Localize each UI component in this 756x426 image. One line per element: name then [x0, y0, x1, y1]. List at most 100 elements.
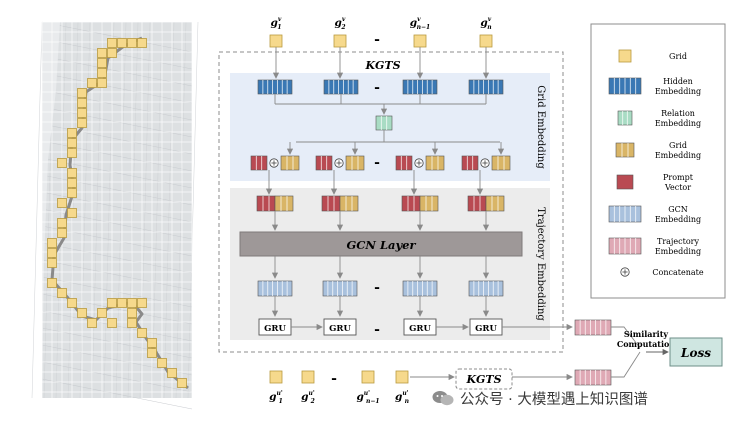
map-street — [41, 21, 193, 53]
hidden-embedding-4 — [468, 79, 504, 95]
bottom-grid-cell-2 — [301, 370, 315, 384]
legend-grid_emb-icon-body — [615, 142, 635, 158]
map-grid-cell — [47, 248, 57, 258]
kgts-title: KGTS — [364, 59, 400, 72]
map-street — [151, 21, 163, 399]
map-street — [41, 361, 193, 393]
traj-prompt-4 — [467, 195, 487, 212]
traj-prompt-1 — [256, 195, 276, 212]
map-grid-cell — [67, 178, 77, 188]
map-grid-cell — [77, 308, 87, 318]
bottom-grid-cell-3 — [361, 370, 375, 384]
relation-embedding — [375, 115, 393, 131]
prompt-vector-1 — [250, 155, 268, 171]
wechat-icon — [432, 390, 454, 406]
traj-grid-emb-4-body — [485, 195, 505, 212]
gru-ellipsis: - — [374, 322, 380, 338]
legend-gcn-icon — [608, 205, 642, 223]
similarity-label-line2: Computation — [617, 339, 676, 349]
map-grid-cell — [57, 198, 67, 208]
map-grid-cell — [177, 378, 187, 388]
similarity-label-line1: Similarity — [624, 329, 668, 339]
map-grid-cell — [167, 368, 177, 378]
relation-embedding-body — [375, 115, 393, 131]
map-grid-cell — [97, 78, 107, 88]
legend-gcn-label: GCN — [668, 205, 688, 214]
traj-grid-emb-2-body — [339, 195, 359, 212]
map-grid-cell — [67, 128, 77, 138]
concat-icon-3 — [414, 158, 424, 168]
map-street — [187, 21, 199, 399]
traj-grid-emb-1 — [274, 195, 294, 212]
map-grid-cell — [67, 168, 77, 178]
map-street — [41, 174, 193, 206]
bottom-grid-label-3: gu'n−1 — [356, 390, 379, 405]
map-street — [41, 310, 193, 342]
map-grid-cell — [77, 88, 87, 98]
map-grid-cell — [127, 318, 137, 328]
input-grid-cell-4 — [479, 34, 493, 48]
legend-prompt-label: Prompt — [663, 173, 694, 182]
traj-grid-emb-1-body — [274, 195, 294, 212]
trajectory-grid-cells — [47, 38, 187, 388]
map-grid-cell — [67, 298, 77, 308]
gru-label-4: GRU — [475, 324, 497, 334]
grid-embedding-4-body — [491, 155, 511, 171]
loss-label: Loss — [680, 346, 711, 360]
legend-traj-label: Trajectory — [657, 237, 699, 246]
grid-embedding-1-body — [280, 155, 300, 171]
kgts-bottom-title: KGTS — [465, 373, 501, 386]
gcn-ellipsis: - — [374, 280, 380, 296]
map-grid-cell — [57, 218, 67, 228]
legend-relation-label: Relation — [661, 109, 695, 118]
legend-prompt-label: Vector — [664, 183, 691, 192]
map-grid-cell — [47, 278, 57, 288]
map-street — [115, 21, 127, 399]
map-grid-cell — [87, 78, 97, 88]
map-grid-cell — [107, 318, 117, 328]
map-grid-cell — [127, 308, 137, 318]
map-grid-cell — [147, 338, 157, 348]
map-grid-cell — [57, 288, 67, 298]
map-grid-cell — [67, 208, 77, 218]
map-grid-cell — [57, 228, 67, 238]
kgts-bottom-box — [455, 368, 513, 390]
trajectory-embedding-label: Trajectory Embedding — [535, 207, 546, 321]
traj-prompt-3-body — [401, 195, 421, 212]
traj-embedding-bottom — [574, 369, 612, 386]
map-street — [41, 140, 193, 172]
traj-grid-emb-3-body — [419, 195, 439, 212]
map-grid-cell — [67, 148, 77, 158]
map-grid-cell — [47, 238, 57, 248]
bottom-grid-cell-4 — [395, 370, 409, 384]
prompt-vector-2-body — [315, 155, 333, 171]
hidden-embedding-3 — [402, 79, 438, 95]
legend-grid-label: Grid — [669, 52, 687, 61]
map-street — [41, 157, 193, 189]
legend-hidden-icon — [608, 77, 642, 95]
map-grid-cell — [117, 298, 127, 308]
input-grid-cell-1 — [269, 34, 283, 48]
prompt-vector-1-body — [250, 155, 268, 171]
map-street — [41, 378, 193, 410]
map-grid-cell — [87, 318, 97, 328]
map-grid-cell — [77, 118, 87, 128]
legend-relation-icon — [617, 110, 633, 126]
input-ellipsis: - — [374, 32, 380, 48]
legend-relation-icon-body — [617, 110, 633, 126]
gru-cell-2: GRU — [323, 318, 357, 336]
bottom-grid-label-4: gu'n — [395, 390, 409, 405]
watermark-text: 公众号 · 大模型遇上知识图谱 — [460, 391, 648, 408]
traj-prompt-2-body — [321, 195, 341, 212]
legend-gcn-label: Embedding — [655, 215, 701, 224]
gru-box-2 — [323, 318, 357, 336]
prompt-vector-4-body — [461, 155, 479, 171]
map-street — [41, 225, 193, 257]
gru-label-2: GRU — [329, 324, 351, 334]
hidden-embedding-2 — [323, 79, 359, 95]
